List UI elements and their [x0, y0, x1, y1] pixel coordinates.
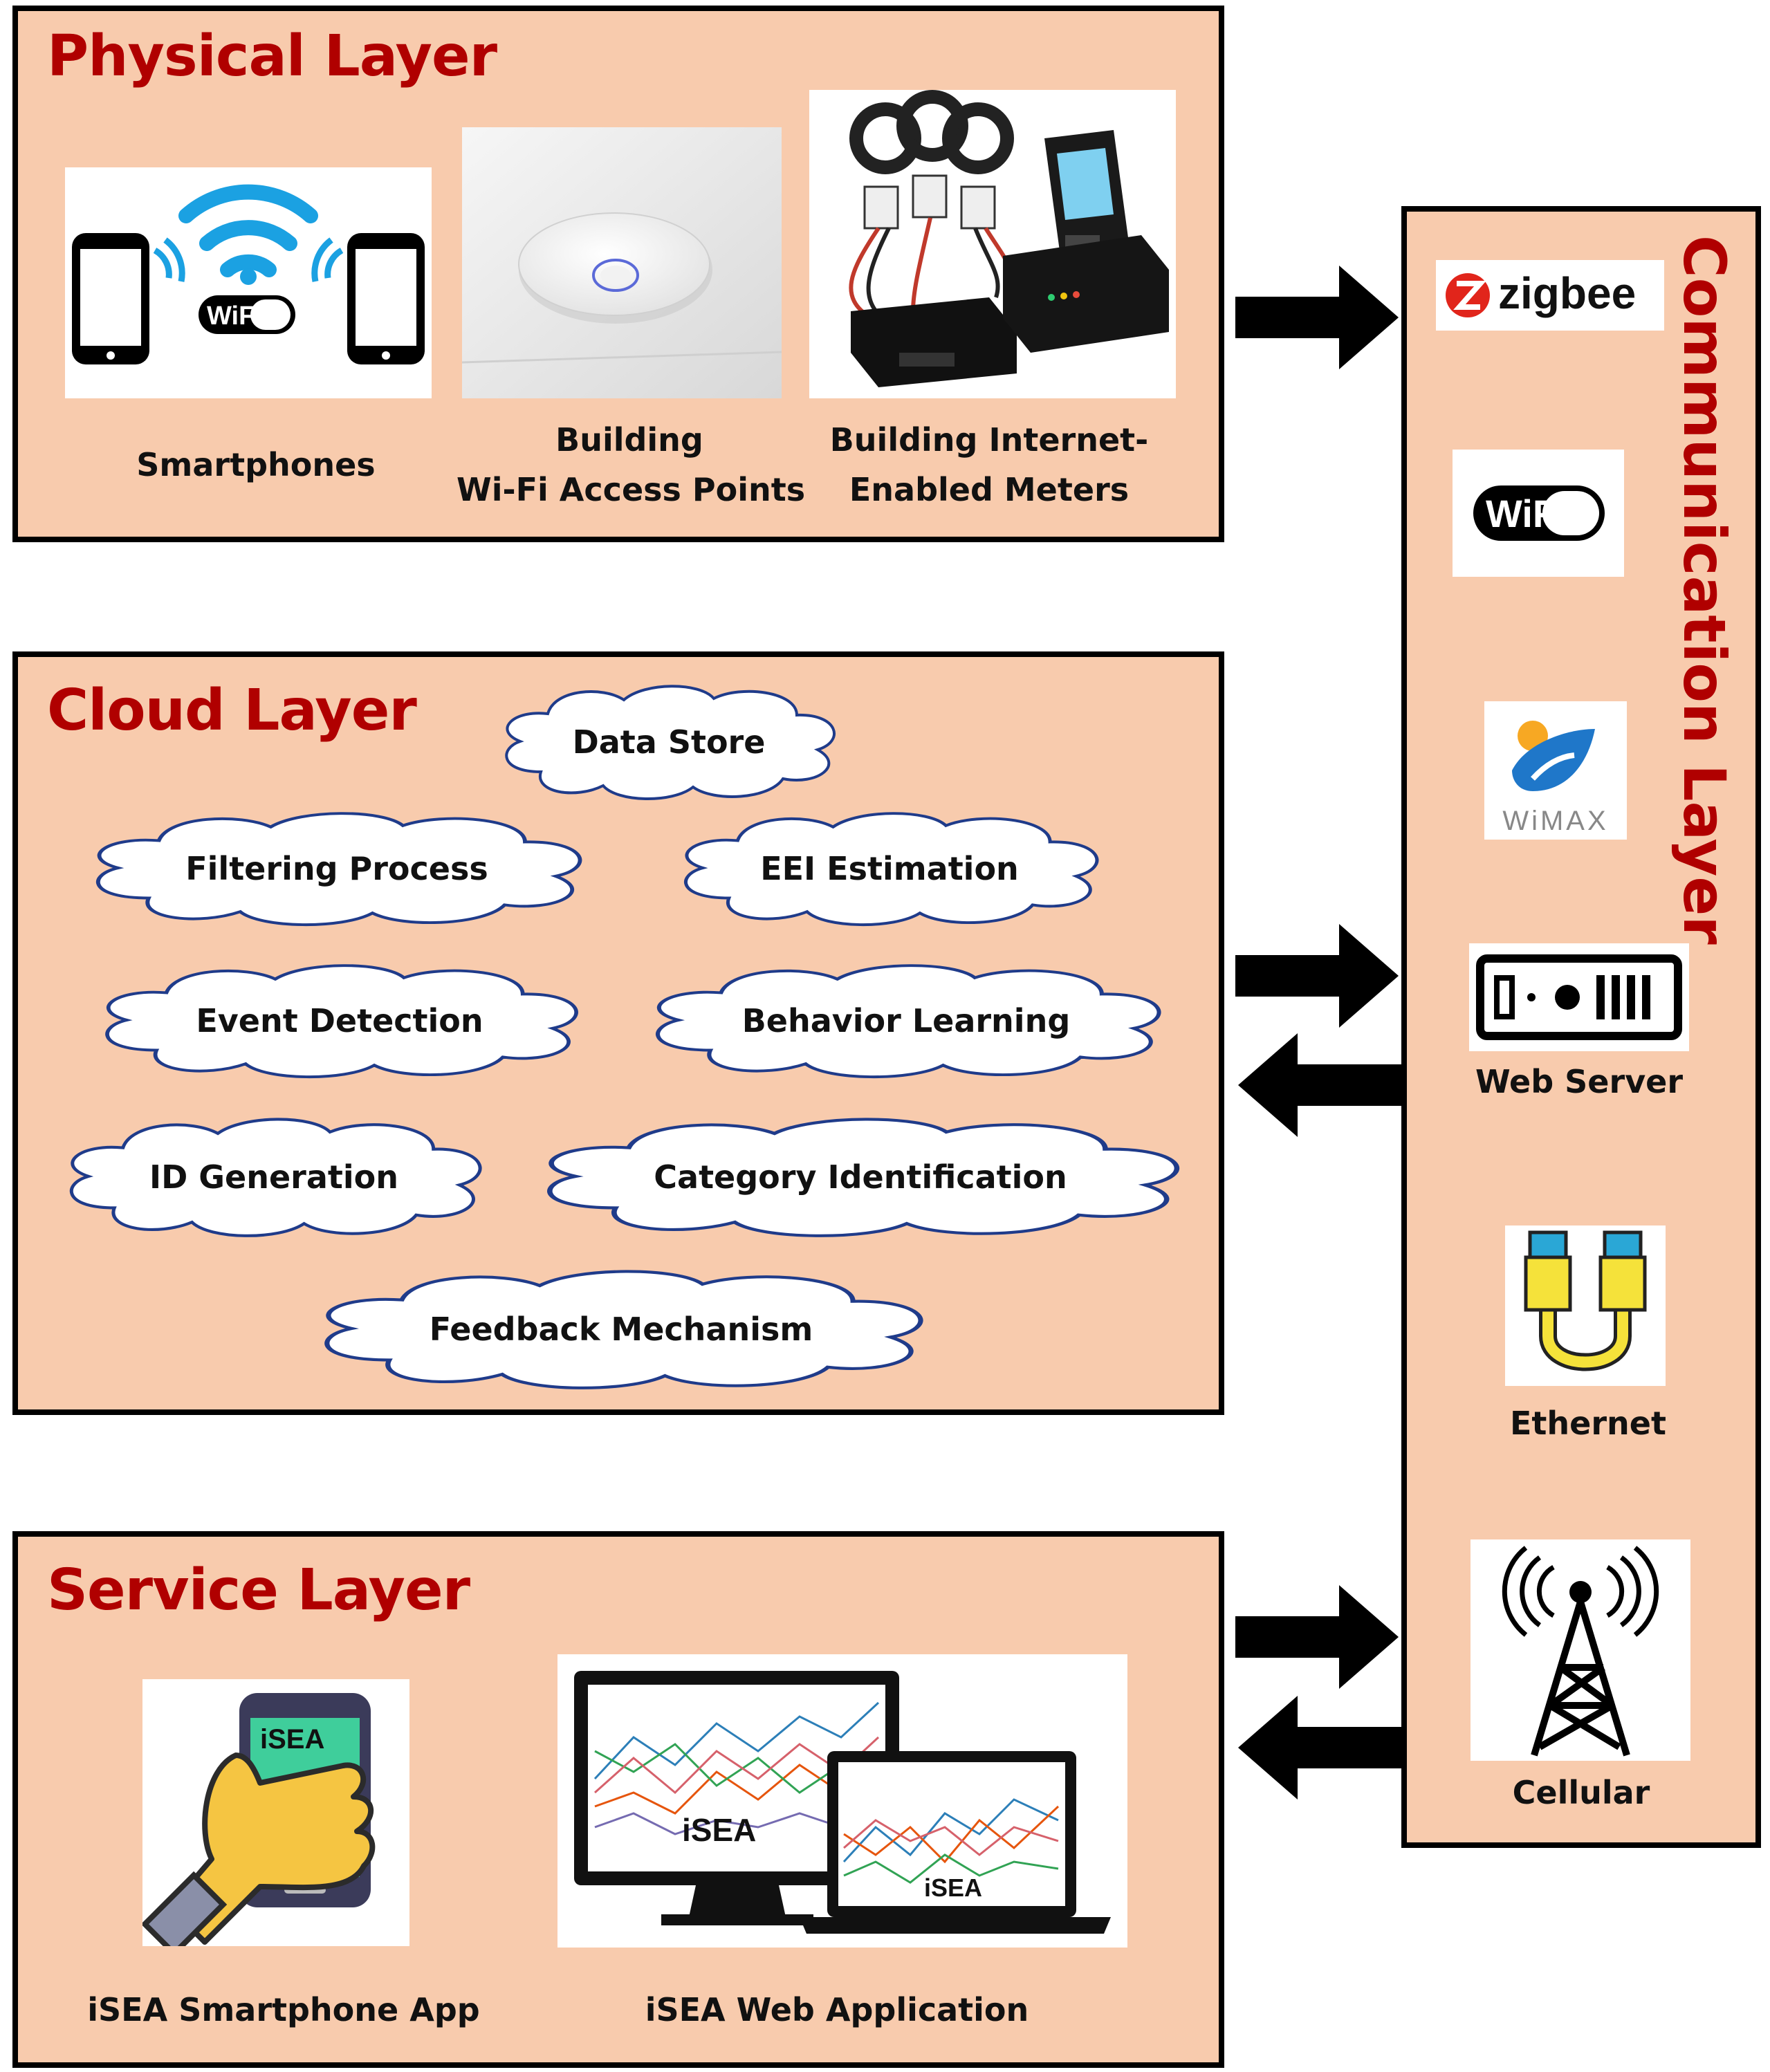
- arrow-service-to-communication: [1235, 1585, 1399, 1689]
- zigbee-logo: zigbee: [1436, 260, 1664, 331]
- cell-tower-icon: [1471, 1539, 1690, 1761]
- meters-caption-line1: Building Internet-: [829, 421, 1149, 459]
- smartphones-wifi-icon: WiFi: [65, 167, 432, 398]
- zigbee-logo-text: zigbee: [1498, 268, 1636, 318]
- monitor-isea-text: iSEA: [682, 1812, 756, 1848]
- arrow-communication-to-service: [1238, 1696, 1401, 1800]
- smartphone-app-caption: iSEA Smartphone App: [87, 1991, 480, 2028]
- cloud-filtering-process: Filtering Process: [77, 809, 596, 928]
- service-layer-title: Service Layer: [47, 1557, 470, 1623]
- hand-phone-app-icon: iSEA: [142, 1679, 409, 1946]
- laptop-isea-text: iSEA: [924, 1874, 982, 1902]
- access-point-caption-line2: Wi-Fi Access Points: [457, 471, 806, 508]
- smartphone-wifi-badge-text: WiFi: [207, 302, 262, 331]
- cellular-caption: Cellular: [1512, 1774, 1650, 1811]
- web-server-icon: [1469, 943, 1689, 1051]
- cloud-feedback-mechanism: Feedback Mechanism: [302, 1267, 941, 1391]
- cloud-label-data-store: Data Store: [572, 723, 766, 761]
- wimax-logo: WiMAX: [1484, 701, 1627, 840]
- cloud-event-detection: Event Detection: [87, 961, 592, 1080]
- wimax-logo-text: WiMAX: [1502, 806, 1608, 836]
- wifi-logo: WiFi: [1453, 450, 1624, 577]
- web-server-caption: Web Server: [1475, 1063, 1684, 1100]
- cloud-category-identification: Category Identification: [523, 1115, 1198, 1239]
- wifi-access-point-icon: [462, 127, 782, 398]
- smartphones-caption: Smartphones: [136, 446, 376, 483]
- communication-layer-title: Communication Layer: [1670, 235, 1738, 945]
- phone-screen-isea-text: iSEA: [260, 1724, 324, 1755]
- arrow-cloud-to-communication: [1235, 924, 1399, 1028]
- monitor-laptop-icon: iSEA iSEA: [557, 1654, 1127, 1948]
- meters-caption-line2: Enabled Meters: [849, 471, 1130, 508]
- arrow-physical-to-communication: [1235, 266, 1399, 369]
- cloud-behavior-learning: Behavior Learning: [636, 961, 1176, 1080]
- access-point-caption-line1: Building: [555, 421, 703, 459]
- cloud-layer-title: Cloud Layer: [47, 678, 417, 743]
- cloud-label-behavior-learning: Behavior Learning: [741, 1002, 1071, 1039]
- cloud-label-id-generation: ID Generation: [149, 1158, 399, 1196]
- ethernet-cable-icon: [1505, 1225, 1666, 1386]
- arrow-communication-to-cloud: [1238, 1033, 1401, 1137]
- cloud-label-feedback-mechanism: Feedback Mechanism: [429, 1311, 813, 1348]
- physical-layer-title: Physical Layer: [47, 24, 497, 89]
- web-application-caption: iSEA Web Application: [645, 1991, 1029, 2028]
- cloud-label-filtering-process: Filtering Process: [185, 850, 488, 887]
- wifi-logo-text: WiFi: [1486, 492, 1567, 535]
- cloud-id-generation: ID Generation: [54, 1115, 494, 1239]
- cloud-eei-estimation: EEI Estimation: [668, 809, 1111, 928]
- ethernet-caption: Ethernet: [1510, 1405, 1666, 1442]
- cloud-label-category-identification: Category Identification: [654, 1158, 1067, 1196]
- cloud-data-store: Data Store: [492, 682, 845, 802]
- cloud-label-event-detection: Event Detection: [196, 1002, 483, 1039]
- energy-meter-icon: [809, 90, 1176, 398]
- cloud-label-eei-estimation: EEI Estimation: [760, 850, 1019, 887]
